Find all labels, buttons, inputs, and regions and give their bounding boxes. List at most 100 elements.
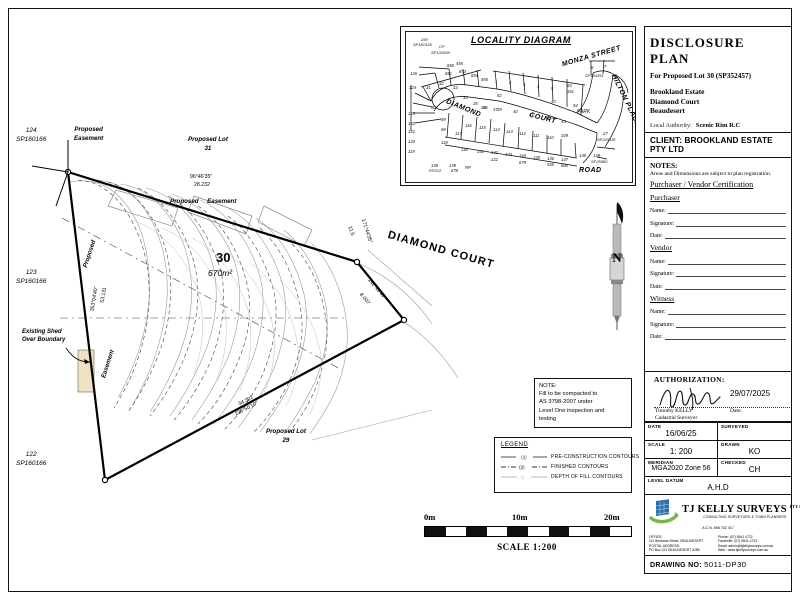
scale-tick-0: 0m: [424, 512, 436, 522]
notes-heading: NOTES:: [650, 160, 678, 170]
locality-ref-rp222: RP222: [429, 168, 442, 173]
locality-ref-42: 42: [545, 115, 550, 120]
local-authority-value: Scenic Rim R.C: [695, 121, 741, 129]
locality-ref-6: 6: [591, 65, 594, 70]
purchaser-date-field[interactable]: Date:: [650, 231, 786, 239]
plan-subtitle: For Proposed Lot 30 (SP352457): [650, 71, 752, 80]
witness-date-line[interactable]: [664, 332, 786, 340]
authorization-signature-line: [654, 406, 790, 408]
surveyor-name: Timothy KELLY: [655, 407, 693, 414]
distance-north-value: 28.232: [194, 182, 210, 188]
locality-ref-113: 113: [506, 129, 513, 134]
locality-ref-38: 38: [481, 105, 486, 110]
local-authority-row: Local Authority: Scenic Rim R.C: [650, 122, 786, 129]
locality-ref-146: 146: [547, 156, 554, 161]
grid-label-meridian: MERIDIAN: [648, 459, 674, 465]
locality-ref-149: 149: [593, 153, 600, 158]
legend-row-finished: 00 FINISHED CONTOURS: [501, 462, 625, 472]
locality-ref-83: 83: [567, 83, 572, 88]
witness-signature-line[interactable]: [676, 320, 786, 328]
surveyor-signature-icon: [659, 387, 721, 410]
locality-ref-34: 34: [463, 95, 468, 100]
distance-north-boundary: 28.232: [194, 182, 210, 188]
grid-cell-scale: SCALE 1: 200: [645, 440, 718, 459]
note-box-line5: testing: [539, 415, 557, 422]
grid-value-meridian: MGA2020 Zone 56: [651, 464, 711, 472]
locality-ref-115: 115: [479, 125, 486, 130]
purchaser-name-line[interactable]: [667, 206, 786, 214]
company-suffix: PTY LTD: [789, 504, 800, 510]
scale-tick-20: 20m: [604, 512, 620, 522]
title-block: DISCLOSURE PLAN For Proposed Lot 30 (SP3…: [644, 26, 800, 574]
locality-inner-frame: [405, 31, 633, 183]
locality-ref-147: 147: [561, 157, 568, 162]
neighbour-lot-123-plan: SP160166: [16, 278, 47, 285]
company-contact-left: OFFICE: 111 Brisbane Street, BEAUDESERT …: [649, 535, 718, 553]
postal-address: PO Box 221 BEAUDESERT 4285: [649, 548, 700, 553]
grid-label-checked: CHECKED: [721, 459, 746, 465]
locality-ref-850: 850: [447, 63, 454, 68]
estate-name: Brookland Estate: [650, 87, 705, 96]
witness-signature-field[interactable]: Signature:: [650, 320, 786, 328]
local-authority-label: Local Authority:: [650, 121, 692, 129]
proposed-easement-nw-line2: Easement: [74, 134, 104, 142]
locality-ref-32: 32: [439, 81, 444, 86]
grid-cell-level-datum: LEVEL DATUM A.H.D: [645, 477, 791, 495]
authorization-signature-row: Timothy KELLY Cadastral Surveyor 29/07/2…: [650, 385, 790, 422]
proposed-easement-mid: Proposed Easement: [170, 198, 236, 207]
locality-ref-33: 33: [453, 85, 458, 90]
locality-ref-rp: RP: [465, 165, 471, 170]
company-name: TJ KELLY SURVEYS: [682, 504, 787, 516]
grid-value-level-datum: A.H.D: [707, 482, 729, 492]
scale-tick-10: 10m: [512, 512, 528, 522]
vendor-signature-line[interactable]: [676, 269, 786, 277]
grid-value-drawn: KO: [748, 446, 761, 456]
locality-ref-40: 40: [513, 109, 518, 114]
proposed-lot-31-line2: 31: [204, 144, 212, 152]
vendor-date-field[interactable]: Date:: [650, 282, 786, 290]
locality-ref-116: 116: [465, 123, 472, 128]
north-arrow-label: N: [612, 250, 622, 265]
grid-cell-drawn: DRAWN KO: [718, 441, 791, 459]
vendor-signature-field[interactable]: Signature:: [650, 269, 786, 277]
locality-ref-7: 7: [604, 64, 607, 69]
purchaser-name-field[interactable]: Name:: [650, 206, 786, 214]
locality-ref-141: 141: [477, 149, 484, 154]
title-block-header: DISCLOSURE PLAN For Proposed Lot 30 (SP3…: [645, 27, 791, 133]
locality-ref-678: 678: [451, 168, 458, 173]
vendor-name-field[interactable]: Name:: [650, 257, 786, 265]
locality-ref-94: 94: [573, 103, 578, 108]
witness-name-field[interactable]: Name:: [650, 307, 786, 315]
locality-ref-sp181426: SP181426: [413, 42, 432, 47]
purchaser-name-label: Name:: [650, 208, 666, 214]
svg-text:0: 0: [521, 476, 524, 482]
grid-value-date: 16/06/25: [665, 428, 697, 438]
locality-ref-112: 112: [519, 131, 526, 136]
locality-ref-680: 680: [561, 163, 568, 168]
scale-seg-10: [610, 527, 631, 536]
neighbour-lot-122-plan: SP160166: [16, 460, 47, 467]
authorization-section: AUTHORIZATION: Timothy KELLY Cadastral S…: [645, 372, 791, 422]
locality-ref-120: 120: [408, 139, 415, 144]
locality-diagram: LOCALITY DIAGRAM: [400, 26, 636, 186]
company-text: TJ KELLY SURVEYS PTY LTD CONSULTING SURV…: [682, 504, 800, 519]
witness-date-field[interactable]: Date:: [650, 332, 786, 340]
note-box-line1: NOTE:: [539, 383, 557, 389]
purchaser-signature-field[interactable]: Signature:: [650, 219, 786, 227]
vendor-date-label: Date:: [650, 283, 663, 290]
drawing-number-label: DRAWING NO:: [650, 562, 702, 569]
locality-ref-sp25680: SP25680: [591, 159, 608, 164]
locality-ref-144: 144: [519, 153, 526, 158]
vendor-date-line[interactable]: [664, 282, 786, 290]
locality-ref-88: 88: [441, 127, 446, 132]
witness-name-line[interactable]: [667, 307, 786, 315]
proposed-easement-nw-line1: Proposed: [74, 126, 103, 133]
purchaser-date-line[interactable]: [664, 231, 786, 239]
locality-map-svg: [410, 59, 629, 167]
locality-ref-679: 679: [519, 160, 526, 165]
purchaser-signature-line[interactable]: [676, 219, 786, 227]
locality-ref-143: 143: [505, 152, 512, 157]
vendor-name-line[interactable]: [667, 257, 786, 265]
surveyor-identity: Timothy KELLY Cadastral Surveyor: [655, 408, 697, 422]
legend-label-pre-construction: PRE-CONSTRUCTION CONTOURS: [551, 454, 640, 460]
